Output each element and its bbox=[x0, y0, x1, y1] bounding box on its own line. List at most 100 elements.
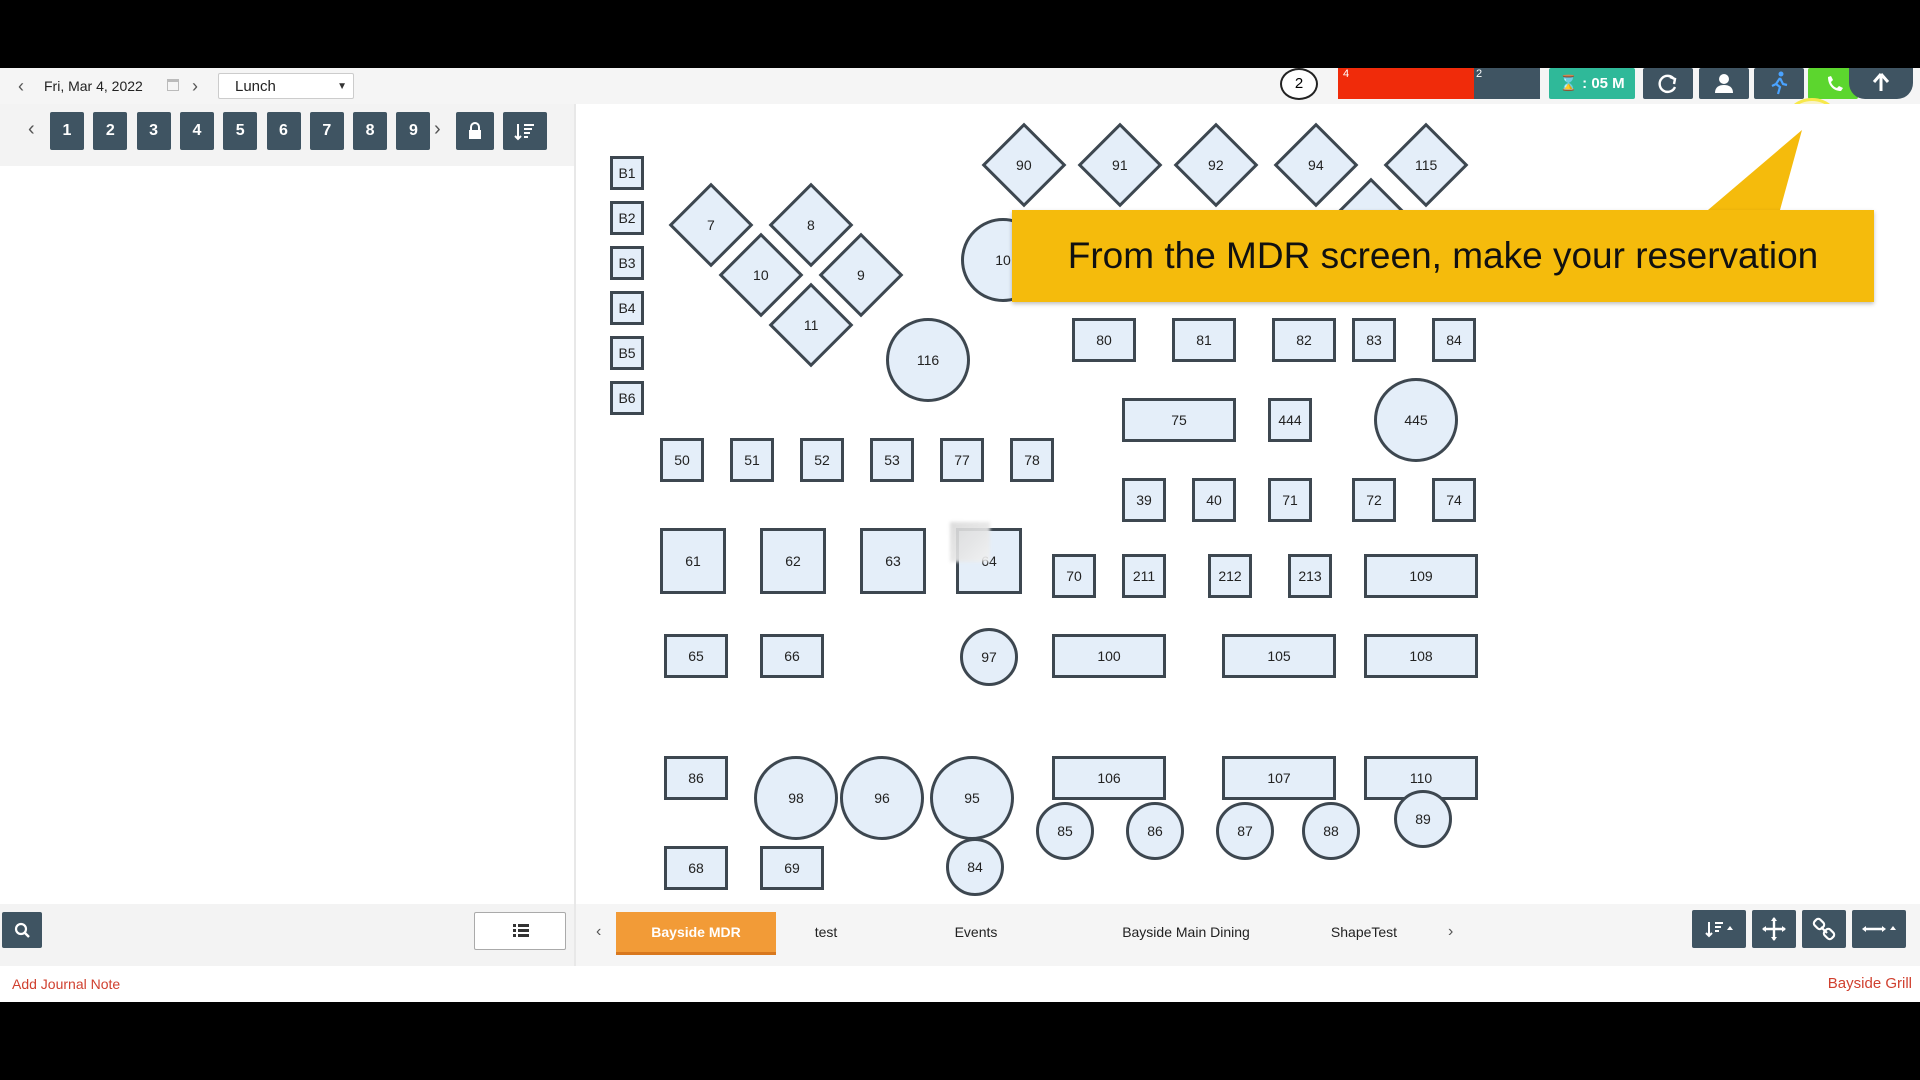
tabs-prev-icon[interactable]: ‹ bbox=[596, 923, 602, 940]
table-106[interactable]: 106 bbox=[1052, 756, 1166, 800]
table-70[interactable]: 70 bbox=[1052, 554, 1096, 598]
table-B3[interactable]: B3 bbox=[610, 246, 644, 280]
table-444[interactable]: 444 bbox=[1268, 398, 1312, 442]
table-50[interactable]: 50 bbox=[660, 438, 704, 482]
tab-room-3[interactable]: Bayside Main Dining Room2 bbox=[1122, 924, 1250, 980]
table-96[interactable]: 96 bbox=[840, 756, 924, 840]
table-90[interactable]: 90 bbox=[981, 122, 1067, 208]
table-100[interactable]: 100 bbox=[1052, 634, 1166, 678]
page-button-3[interactable]: 3 bbox=[136, 112, 171, 150]
prev-date-icon[interactable]: ‹ bbox=[18, 76, 24, 96]
tab-room-1[interactable]: test bbox=[814, 924, 838, 940]
table-88[interactable]: 88 bbox=[1302, 802, 1360, 860]
table-51[interactable]: 51 bbox=[730, 438, 774, 482]
table-95[interactable]: 95 bbox=[930, 756, 1014, 840]
table-91[interactable]: 91 bbox=[1077, 122, 1163, 208]
table-83[interactable]: 83 bbox=[1352, 318, 1396, 362]
seated-count-bar[interactable]: 4 bbox=[1338, 68, 1474, 99]
table-71[interactable]: 71 bbox=[1268, 478, 1312, 522]
guest-profile-button[interactable] bbox=[1699, 68, 1749, 99]
table-92[interactable]: 92 bbox=[1173, 122, 1259, 208]
meal-period-select[interactable]: Lunch ▼ bbox=[218, 73, 354, 99]
table-39[interactable]: 39 bbox=[1122, 478, 1166, 522]
table-61[interactable]: 61 bbox=[660, 528, 726, 594]
table-108[interactable]: 108 bbox=[1364, 634, 1478, 678]
table-94[interactable]: 94 bbox=[1273, 122, 1359, 208]
table-75[interactable]: 75 bbox=[1122, 398, 1236, 442]
next-date-icon[interactable]: › bbox=[192, 76, 198, 96]
table-78[interactable]: 78 bbox=[1010, 438, 1054, 482]
table-80[interactable]: 80 bbox=[1072, 318, 1136, 362]
link-tables-button[interactable] bbox=[1802, 910, 1846, 948]
table-82[interactable]: 82 bbox=[1272, 318, 1336, 362]
list-view-button[interactable] bbox=[474, 912, 566, 950]
page-button-8[interactable]: 8 bbox=[353, 112, 388, 150]
table-62[interactable]: 62 bbox=[760, 528, 826, 594]
page-button-9[interactable]: 9 bbox=[396, 112, 431, 150]
table-213[interactable]: 213 bbox=[1288, 554, 1332, 598]
table-66[interactable]: 66 bbox=[760, 634, 824, 678]
refresh-button[interactable] bbox=[1643, 68, 1693, 99]
table-B4[interactable]: B4 bbox=[610, 291, 644, 325]
table-69[interactable]: 69 bbox=[760, 846, 824, 890]
table-B6[interactable]: B6 bbox=[610, 381, 644, 415]
add-journal-note-link[interactable]: Add Journal Note bbox=[12, 976, 121, 992]
sort-tables-button[interactable] bbox=[1692, 910, 1746, 948]
table-110[interactable]: 110 bbox=[1364, 756, 1478, 800]
table-116[interactable]: 116 bbox=[886, 318, 970, 402]
table-107[interactable]: 107 bbox=[1222, 756, 1336, 800]
table-84[interactable]: 84 bbox=[946, 838, 1004, 896]
table-109[interactable]: 109 bbox=[1364, 554, 1478, 598]
search-button[interactable] bbox=[2, 912, 42, 948]
table-77[interactable]: 77 bbox=[940, 438, 984, 482]
table-84[interactable]: 84 bbox=[1432, 318, 1476, 362]
table-212[interactable]: 212 bbox=[1208, 554, 1252, 598]
table-53[interactable]: 53 bbox=[870, 438, 914, 482]
tab-room-2[interactable]: Events bbox=[954, 924, 998, 940]
calendar-icon[interactable] bbox=[167, 79, 179, 91]
tabs-next-icon[interactable]: › bbox=[1448, 923, 1454, 940]
table-68[interactable]: 68 bbox=[664, 846, 728, 890]
table-87[interactable]: 87 bbox=[1216, 802, 1274, 860]
table-445[interactable]: 445 bbox=[1374, 378, 1458, 462]
lock-button[interactable] bbox=[456, 112, 494, 150]
page-button-4[interactable]: 4 bbox=[179, 112, 214, 150]
party-count-badge[interactable]: 2 bbox=[1280, 68, 1318, 100]
table-86[interactable]: 86 bbox=[664, 756, 728, 800]
move-table-button[interactable] bbox=[1752, 910, 1796, 948]
table-B2[interactable]: B2 bbox=[610, 201, 644, 235]
table-85[interactable]: 85 bbox=[1036, 802, 1094, 860]
tab-room-0[interactable]: Bayside MDR bbox=[616, 912, 776, 955]
page-button-7[interactable]: 7 bbox=[309, 112, 344, 150]
next-page-icon[interactable]: › bbox=[434, 118, 441, 140]
walk-in-button[interactable] bbox=[1754, 68, 1804, 99]
wait-timer-button[interactable]: ⌛ : 05 M bbox=[1549, 68, 1635, 99]
sort-button[interactable] bbox=[503, 112, 547, 150]
table-40[interactable]: 40 bbox=[1192, 478, 1236, 522]
table-B1[interactable]: B1 bbox=[610, 156, 644, 190]
table-65[interactable]: 65 bbox=[664, 634, 728, 678]
table-B5[interactable]: B5 bbox=[610, 336, 644, 370]
page-button-6[interactable]: 6 bbox=[266, 112, 301, 150]
waiting-count-bar[interactable]: 2 bbox=[1474, 68, 1540, 99]
table-81[interactable]: 81 bbox=[1172, 318, 1236, 362]
tab-room-4[interactable]: ShapeTest bbox=[1330, 924, 1398, 940]
table-98[interactable]: 98 bbox=[754, 756, 838, 840]
table-74[interactable]: 74 bbox=[1432, 478, 1476, 522]
page-button-5[interactable]: 5 bbox=[223, 112, 258, 150]
table-72[interactable]: 72 bbox=[1352, 478, 1396, 522]
table-115[interactable]: 115 bbox=[1383, 122, 1469, 208]
table-86[interactable]: 86 bbox=[1126, 802, 1184, 860]
page-button-1[interactable]: 1 bbox=[50, 112, 84, 150]
table-97[interactable]: 97 bbox=[960, 628, 1018, 686]
table-105[interactable]: 105 bbox=[1222, 634, 1336, 678]
prev-page-icon[interactable]: ‹ bbox=[28, 118, 35, 140]
page-button-2[interactable]: 2 bbox=[93, 112, 128, 150]
table-52[interactable]: 52 bbox=[800, 438, 844, 482]
table-63[interactable]: 63 bbox=[860, 528, 926, 594]
collapse-button[interactable] bbox=[1849, 68, 1913, 99]
table-label: 85 bbox=[1057, 823, 1073, 839]
table-211[interactable]: 211 bbox=[1122, 554, 1166, 598]
resize-button[interactable] bbox=[1852, 910, 1906, 948]
table-89[interactable]: 89 bbox=[1394, 790, 1452, 848]
